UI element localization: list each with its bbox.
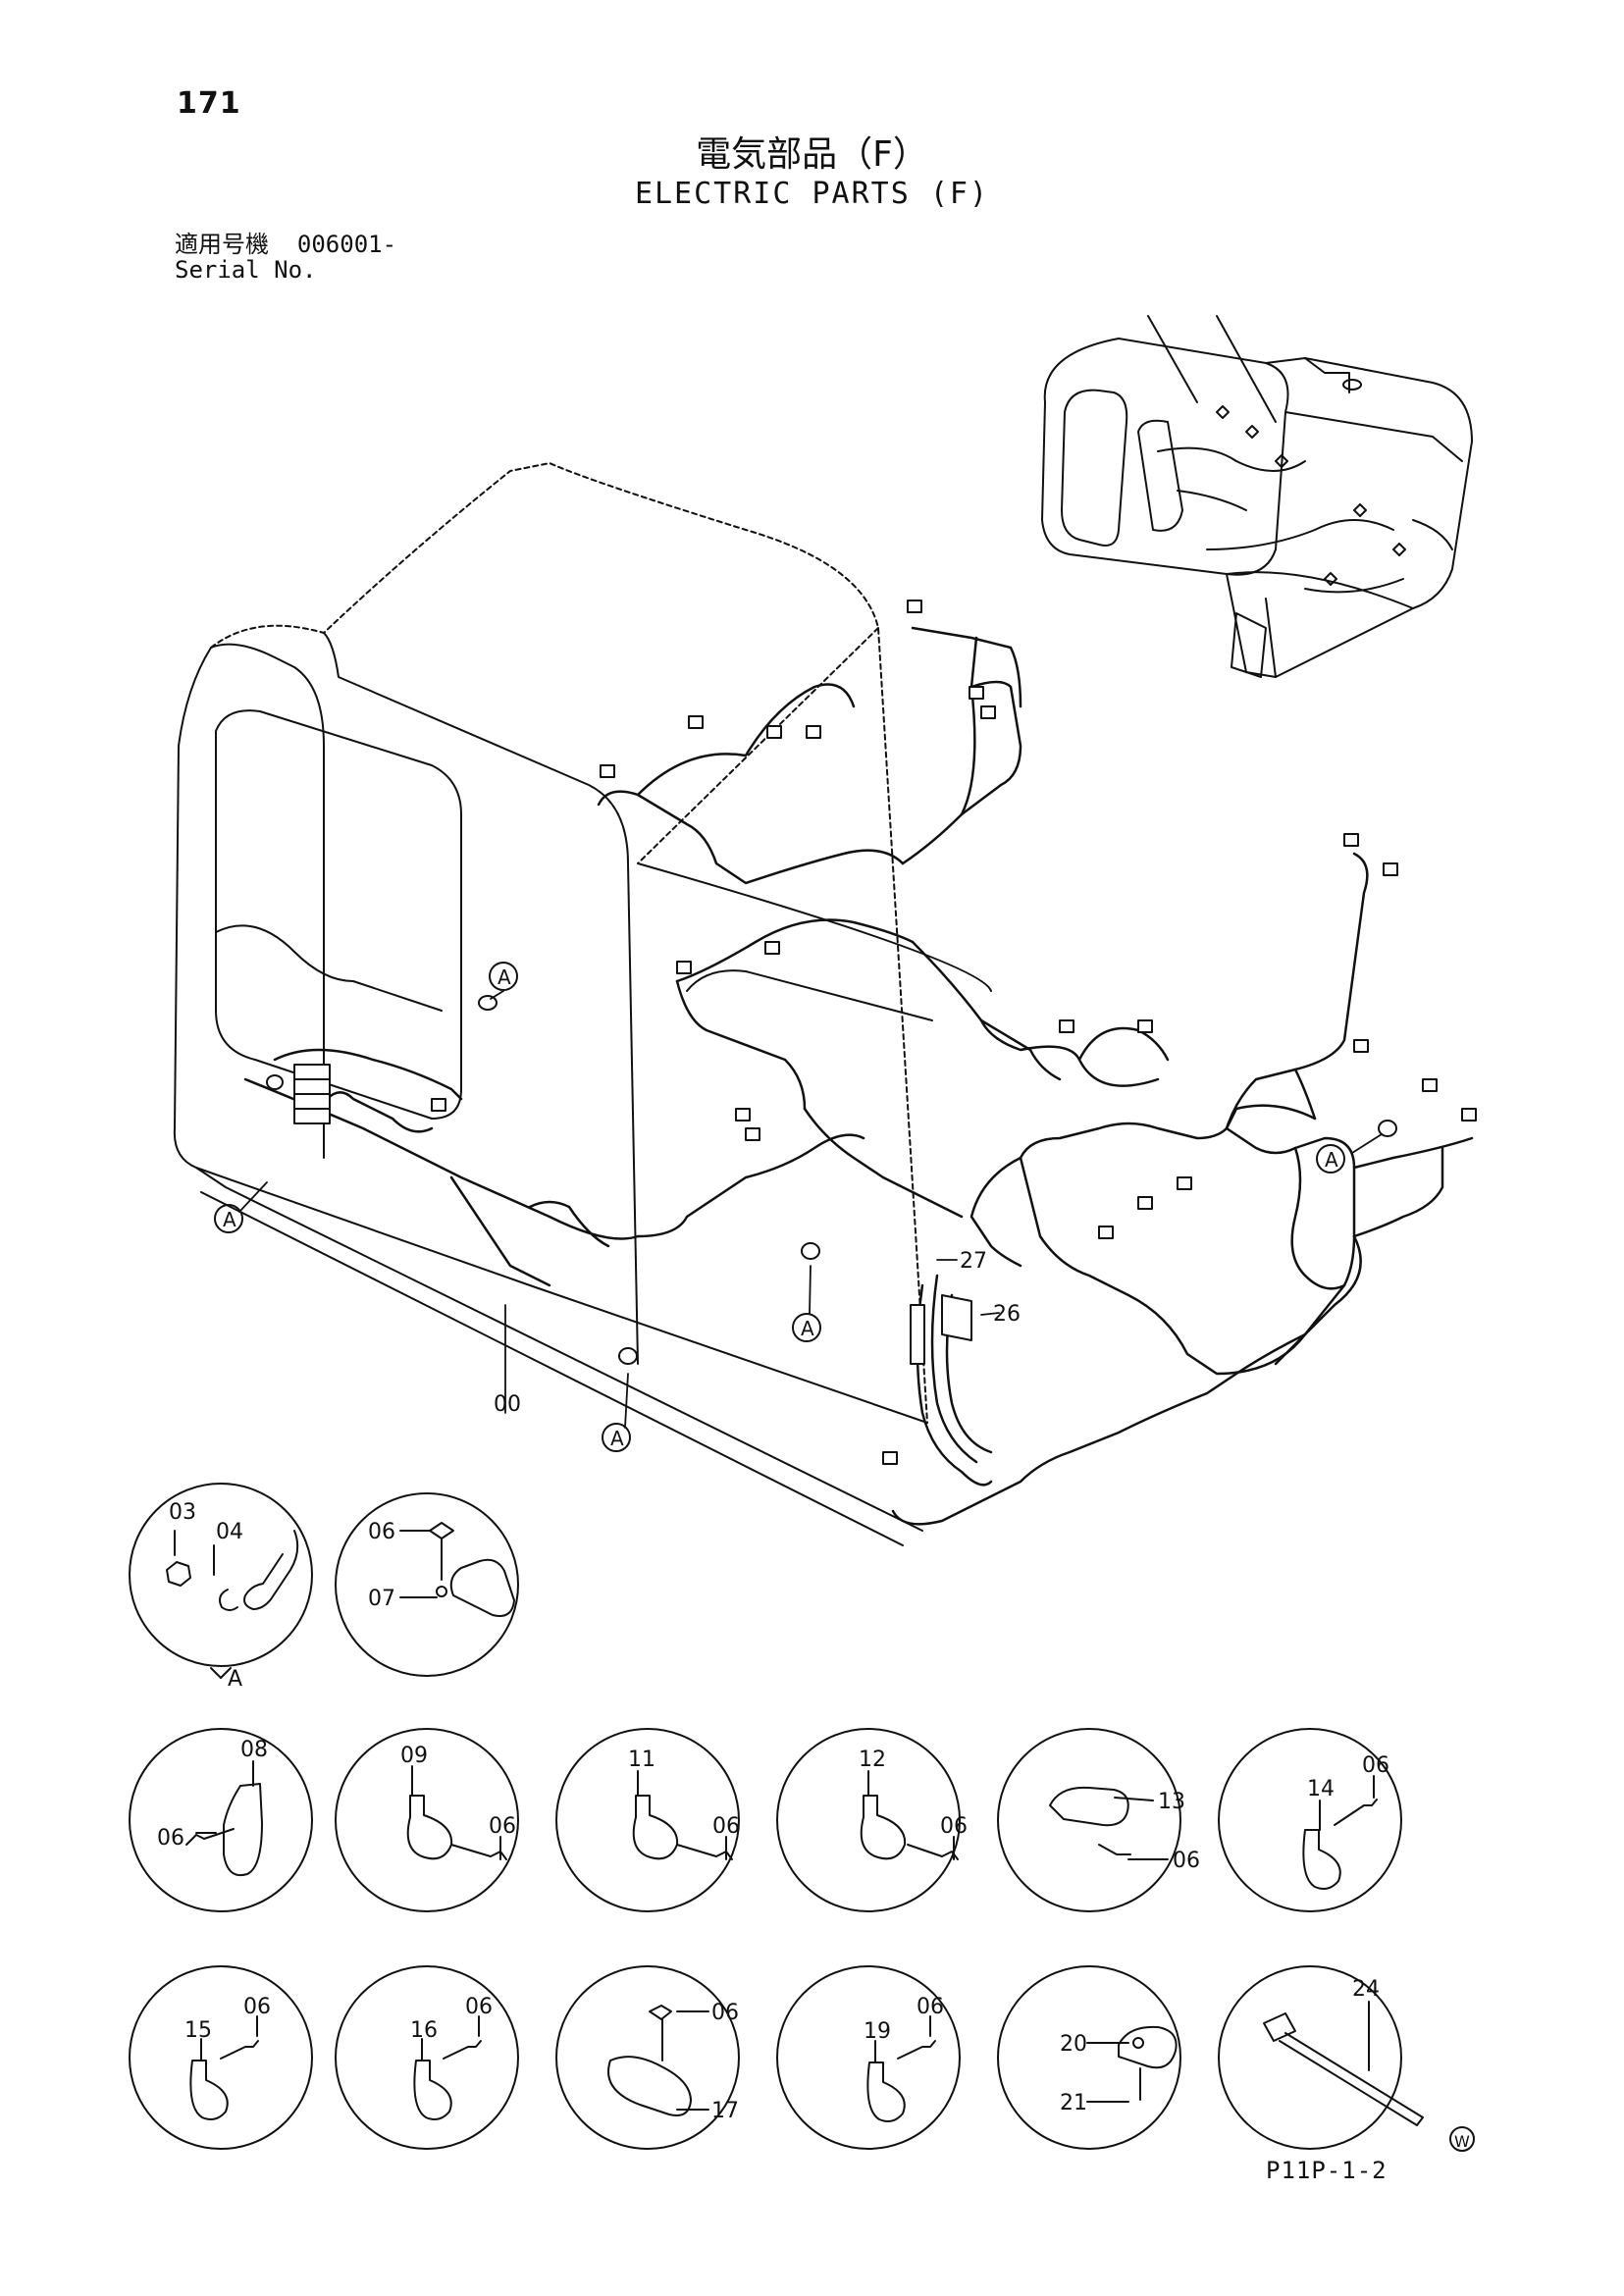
- d5-callout-06: 06: [712, 1814, 740, 1839]
- machine-inset-illustration: [1041, 315, 1473, 678]
- d7-callout-13: 13: [1158, 1790, 1185, 1814]
- d3-callout-08: 08: [240, 1738, 268, 1762]
- d1-callout-03: 03: [169, 1500, 196, 1525]
- serial-label-jp: 適用号機: [175, 231, 269, 258]
- ref-a-4: A: [801, 1317, 814, 1340]
- detail-clip-12: [776, 1728, 961, 1912]
- d12-callout-06: 06: [917, 1995, 944, 2019]
- detail-clip-16: [335, 1965, 519, 2150]
- d8-callout-14: 14: [1307, 1777, 1335, 1801]
- ref-a-1: A: [498, 965, 511, 989]
- detail-clip-15: [129, 1965, 313, 2150]
- serial-value: 006001-: [296, 231, 397, 258]
- reference-a-markers: [214, 962, 1345, 1452]
- harness-connectors: [266, 600, 1477, 1465]
- d2-callout-07: 07: [368, 1587, 395, 1611]
- figure-code: P11P-1-2: [1266, 2157, 1388, 2184]
- detail-clip-11: [555, 1728, 740, 1912]
- d8-callout-06: 06: [1362, 1753, 1389, 1778]
- ref-a-3: A: [610, 1427, 624, 1450]
- detail-cable-tie-24: [1218, 1965, 1424, 2150]
- d9-callout-15: 15: [184, 2018, 212, 2043]
- d9-callout-06: 06: [243, 1995, 271, 2019]
- detail-clip-14: [1218, 1728, 1402, 1912]
- serial-label-en: Serial No.: [175, 256, 317, 284]
- d10-callout-16: 16: [410, 2018, 438, 2043]
- callout-00: 00: [494, 1392, 521, 1417]
- cab-outline: [173, 462, 992, 1546]
- detail-clip-08: [129, 1728, 313, 1912]
- detail-bolt-clamp-07: [335, 1492, 519, 1677]
- d5-callout-11: 11: [628, 1748, 655, 1772]
- serial-block: 適用号機 006001- Serial No.: [175, 232, 396, 283]
- ref-a-2: A: [223, 1208, 236, 1231]
- d13-callout-20: 20: [1060, 2032, 1087, 2057]
- page-number: 171: [177, 86, 241, 121]
- d6-callout-12: 12: [859, 1748, 886, 1772]
- d1-callout-04: 04: [216, 1520, 243, 1544]
- d11-callout-17: 17: [711, 2099, 739, 2123]
- d4-callout-06: 06: [489, 1814, 516, 1839]
- d4-callout-09: 09: [400, 1744, 428, 1768]
- detail-clamp-20: [997, 1965, 1181, 2150]
- title-japanese: 電気部品（F）: [696, 134, 928, 175]
- title-english: ELECTRIC PARTS (F): [634, 177, 990, 211]
- detail-clip-09: [335, 1728, 519, 1912]
- callout-26: 26: [993, 1302, 1021, 1327]
- d1-label-a: A: [228, 1667, 242, 1692]
- d7-callout-06: 06: [1173, 1849, 1200, 1873]
- d3-callout-06: 06: [157, 1826, 184, 1851]
- w-mark-label: W: [1454, 2132, 1470, 2151]
- callout-27: 27: [960, 1249, 987, 1274]
- d12-callout-19: 19: [864, 2019, 891, 2044]
- wire-harness: [243, 626, 1474, 1526]
- d13-callout-21: 21: [1060, 2091, 1087, 2115]
- detail-clamp-17: [555, 1965, 740, 2150]
- d6-callout-06: 06: [940, 1814, 968, 1839]
- d2-callout-06: 06: [368, 1520, 395, 1544]
- d11-callout-06: 06: [711, 2001, 739, 2025]
- d14-callout-24: 24: [1352, 1977, 1380, 2002]
- detail-clamp-13: [997, 1728, 1181, 1912]
- leader-lines: [238, 990, 1383, 1429]
- detail-clip-19: [776, 1965, 961, 2150]
- d10-callout-06: 06: [465, 1995, 493, 2019]
- detail-a-fasteners: [129, 1483, 313, 1679]
- ref-a-5: A: [1325, 1148, 1338, 1172]
- w-mark-circle: [1449, 2126, 1475, 2152]
